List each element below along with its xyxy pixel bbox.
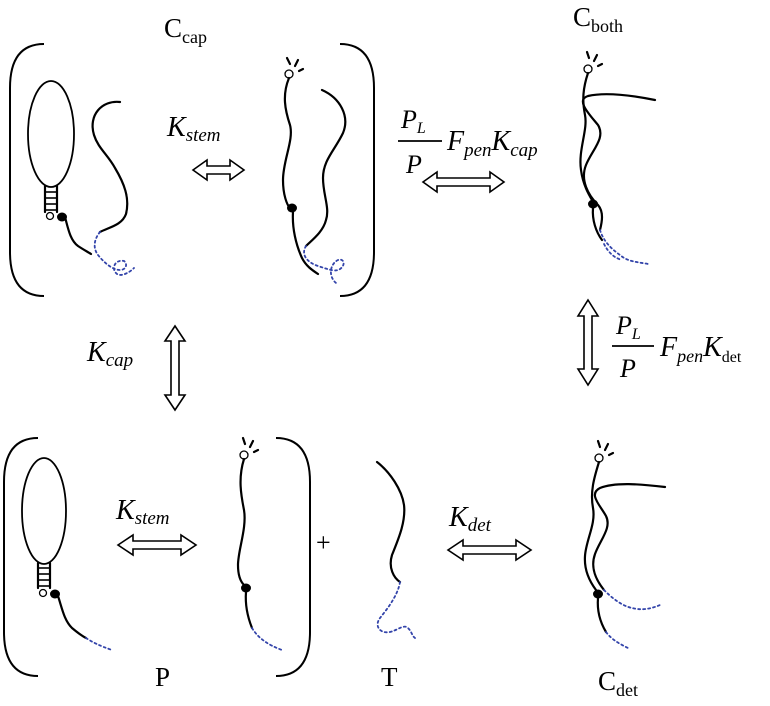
quencher-icon: [241, 583, 251, 593]
bracket-right-top: [339, 43, 375, 297]
hairpin-loop: [27, 80, 75, 188]
fluorophore-icon: [284, 69, 294, 79]
hairpin-loop: [21, 457, 67, 565]
label-p: P: [155, 662, 170, 692]
double-arrow-k-cap: [163, 324, 187, 412]
rate-k-det: Kdet: [448, 502, 492, 536]
fraction-numerator: PL: [615, 311, 641, 343]
quencher-icon: [593, 589, 603, 599]
fluorophore-icon: [583, 64, 593, 74]
label-t: T: [381, 662, 398, 692]
label-c-cap: Ccap: [164, 13, 207, 47]
double-arrow-k-det: [446, 538, 533, 562]
fluorophore-icon: [594, 453, 604, 463]
bracket-right-bottom: [275, 437, 311, 677]
hairpin-probe-c-cap: [27, 80, 93, 256]
fluorophore-icon: [239, 450, 249, 460]
double-arrow-k-stem-top: [191, 158, 246, 182]
rate-k-stem-top: Kstem: [166, 112, 221, 146]
double-arrow-cap-to-both: [421, 170, 506, 194]
rate-k-cap: Kcap: [86, 337, 133, 371]
open-probe-c-cap: [281, 56, 347, 284]
bracket-left-top: [9, 43, 45, 297]
label-c-both: Cboth: [573, 2, 623, 36]
quencher-icon: [287, 203, 297, 213]
rate-factor-f-pen: FpenKcap: [446, 126, 538, 161]
fraction-denominator: P: [619, 354, 636, 383]
rate-k-stem-bottom: Kstem: [115, 495, 170, 529]
probe-c-both: [579, 50, 657, 265]
fraction-denominator: P: [405, 150, 422, 179]
fraction-numerator: PL: [400, 105, 426, 137]
target-strand-t: [375, 460, 416, 639]
plus-sign: +: [316, 528, 331, 557]
label-c-det: Cdet: [598, 666, 638, 700]
probe-c-det: [583, 439, 667, 649]
double-arrow-both-to-det: [576, 298, 600, 387]
open-probe-p: [236, 436, 283, 651]
fluorophore-icon: [38, 588, 48, 598]
bracket-left-bottom: [3, 437, 39, 677]
target-strand-c-cap: [91, 100, 135, 276]
rate-cap-to-both: PL P FpenKcap: [398, 105, 538, 179]
rate-both-to-det: PL P FpenKdet: [612, 311, 742, 383]
hairpin-probe-p: [21, 457, 113, 651]
double-arrow-k-stem-bottom: [116, 533, 198, 557]
rate-factor-f-pen: FpenKdet: [659, 332, 742, 366]
fluorophore-icon: [45, 211, 55, 221]
